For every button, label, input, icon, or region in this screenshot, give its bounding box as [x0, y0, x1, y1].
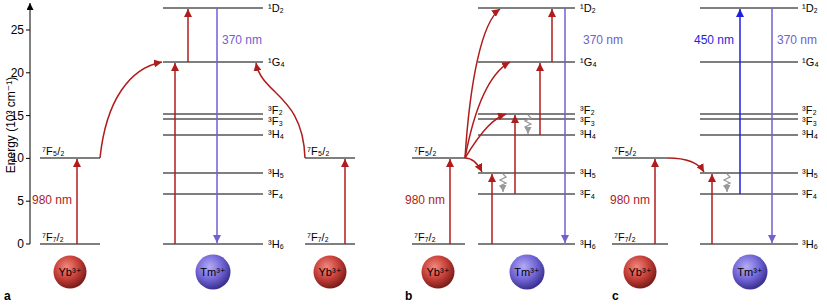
relaxation-arrow	[500, 174, 506, 192]
level-label: ⁷F₅/₂	[307, 146, 329, 157]
level-label: ³H₆	[802, 239, 818, 250]
ion-sphere: Yb³⁺	[53, 255, 87, 289]
level-label: ¹G₄	[268, 57, 285, 68]
ion-sphere: Yb³⁺	[313, 255, 347, 289]
tick-label: 5	[17, 195, 24, 207]
level-label: ⁷F₅/₂	[42, 146, 64, 157]
excitation-arrow	[491, 174, 493, 244]
level-label: ¹D₂	[580, 3, 596, 14]
excitation-arrow	[344, 159, 346, 244]
level-label: ³H₄	[802, 129, 818, 140]
wavelength-label: 370 nm	[222, 34, 262, 46]
tick-label: 15	[11, 110, 24, 122]
energy-transfer-arrow	[465, 62, 510, 158]
tick-label: 10	[11, 152, 24, 164]
level-label: ³F₄	[580, 189, 595, 200]
sphere-fill	[624, 256, 657, 289]
ion-label: Yb³⁺	[313, 255, 347, 289]
tick-label: 20	[11, 67, 24, 79]
relaxation-arrow	[525, 115, 531, 134]
wavelength-label: 980 nm	[32, 194, 72, 206]
sphere-fill	[733, 255, 768, 290]
wavelength-label: 370 nm	[583, 34, 623, 46]
relaxation-arrow	[724, 174, 730, 192]
level-label: ³H₅	[268, 168, 284, 179]
tm-levels	[163, 8, 263, 244]
level-label: ⁷F₅/₂	[614, 146, 636, 157]
level-label: ³H₅	[802, 168, 818, 179]
ion-label: Tm³⁺	[732, 254, 768, 290]
sphere-fill	[54, 256, 87, 289]
level-label: ³H₄	[580, 129, 596, 140]
ion-sphere: Yb³⁺	[421, 255, 455, 289]
energy-transfer-arrow	[100, 62, 162, 158]
yb-levels	[305, 158, 355, 244]
energy-transfer-arrow	[256, 63, 305, 158]
level-label: ³F₄	[802, 189, 817, 200]
energy-transfer-arrow	[668, 158, 704, 172]
level-label: ⁷F₅/₂	[414, 146, 436, 157]
sphere-fill	[196, 255, 231, 290]
emission-arrow	[771, 8, 773, 243]
wavelength-label: 450 nm	[694, 34, 734, 46]
level-label: ¹D₂	[802, 3, 818, 14]
wavelength-label: 370 nm	[777, 34, 817, 46]
level-label: ³F₄	[268, 189, 283, 200]
panel-letter: b	[405, 290, 412, 302]
level-label: ³H₄	[268, 129, 284, 140]
wavelength-label: 980 nm	[610, 194, 650, 206]
sphere-fill	[422, 256, 455, 289]
level-label: ⁷F₇/₂	[614, 232, 636, 243]
excitation-arrow	[539, 63, 541, 135]
level-label: ⁷F₇/₂	[307, 232, 329, 243]
excitation-arrow	[449, 159, 451, 244]
level-label: ³F₂	[802, 105, 817, 116]
level-label: ³F₂	[268, 105, 283, 116]
sphere-fill	[314, 256, 347, 289]
excitation-arrow	[76, 159, 78, 244]
level-label: ³H₆	[268, 239, 284, 250]
ion-label: Tm³⁺	[509, 254, 545, 290]
level-label: ¹G₄	[580, 57, 597, 68]
excitation-arrow	[711, 174, 713, 244]
ion-label: Tm³⁺	[195, 254, 231, 290]
level-label: ³F₃	[580, 116, 595, 127]
level-label: ¹D₂	[268, 3, 284, 14]
excitation-arrow	[174, 63, 176, 244]
excitation-arrow	[551, 9, 553, 62]
ion-sphere: Tm³⁺	[732, 254, 768, 290]
excitation-arrow	[654, 159, 656, 244]
axis-ticks	[26, 30, 30, 244]
energy-axis	[30, 3, 31, 244]
tick-label: 0	[17, 238, 24, 250]
level-label: ³H₆	[580, 239, 596, 250]
ion-label: Yb³⁺	[421, 255, 455, 289]
ion-label: Yb³⁺	[623, 255, 657, 289]
ion-sphere: Tm³⁺	[509, 254, 545, 290]
level-label: ⁷F₇/₂	[414, 232, 436, 243]
ion-label: Yb³⁺	[53, 255, 87, 289]
excitation-arrow	[514, 115, 516, 194]
panel-letter: c	[612, 290, 619, 302]
ion-sphere: Tm³⁺	[195, 254, 231, 290]
energy-transfer-arrow	[465, 114, 506, 158]
energy-transfer-arrow	[465, 158, 482, 172]
ion-sphere: Yb³⁺	[623, 255, 657, 289]
level-label: ³F₃	[802, 116, 817, 127]
level-label: ⁷F₇/₂	[42, 232, 64, 243]
excitation-arrow	[187, 9, 189, 62]
emission-arrow	[216, 8, 218, 243]
tm-levels	[478, 8, 575, 244]
wavelength-label: 980 nm	[405, 194, 445, 206]
level-label: ³F₃	[268, 116, 283, 127]
level-label: ³H₅	[580, 168, 596, 179]
excitation-arrow	[739, 9, 741, 194]
level-label: ¹G₄	[802, 57, 819, 68]
sphere-fill	[510, 255, 545, 290]
emission-arrow	[564, 8, 566, 243]
level-label: ³F₂	[580, 105, 595, 116]
tick-label: 25	[11, 24, 24, 36]
panel-letter: a	[4, 290, 11, 302]
